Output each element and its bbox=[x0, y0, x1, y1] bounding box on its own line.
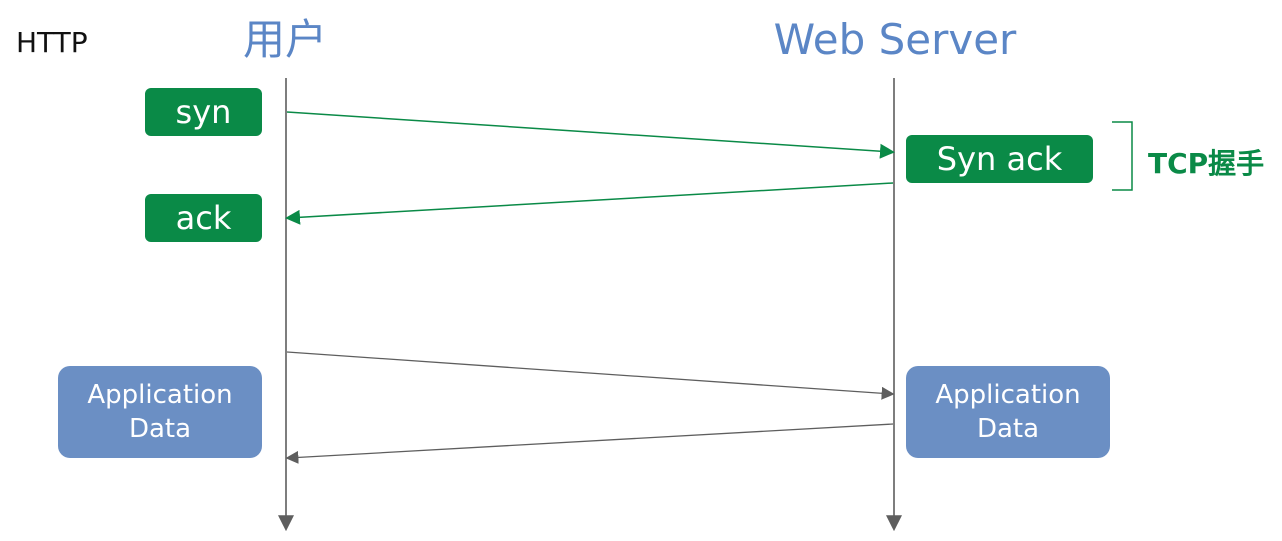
syn-message-box: syn bbox=[145, 88, 262, 136]
server-data-arrow bbox=[285, 423, 894, 464]
server-application-data-box: Application Data bbox=[906, 366, 1110, 458]
client-application-label: Application bbox=[87, 380, 233, 410]
ack-label: ack bbox=[175, 199, 232, 237]
client-application-data-box: Application Data bbox=[58, 366, 262, 458]
client-data-arrow bbox=[286, 351, 895, 400]
server-application-data-text: Application Data bbox=[935, 378, 1080, 446]
tcp-handshake-label: TCP握手 bbox=[1148, 147, 1265, 180]
server-actor-title: Web Server bbox=[773, 15, 1017, 64]
tcp-handshake-bracket bbox=[1112, 121, 1133, 191]
syn-label: syn bbox=[175, 93, 232, 131]
protocol-label: HTTP bbox=[16, 26, 88, 59]
client-application-data-text: Application Data bbox=[87, 378, 232, 446]
ack-message-box: ack bbox=[145, 194, 262, 242]
client-data-label: Data bbox=[128, 414, 192, 444]
server-data-label: Data bbox=[976, 414, 1040, 444]
syn-ack-message-box: Syn ack bbox=[906, 135, 1093, 183]
syn-ack-label: Syn ack bbox=[936, 140, 1063, 178]
server-application-label: Application bbox=[935, 380, 1081, 410]
client-actor-title: 用户 bbox=[242, 15, 327, 64]
syn-ack-arrow bbox=[285, 182, 894, 225]
syn-arrow bbox=[286, 111, 895, 159]
